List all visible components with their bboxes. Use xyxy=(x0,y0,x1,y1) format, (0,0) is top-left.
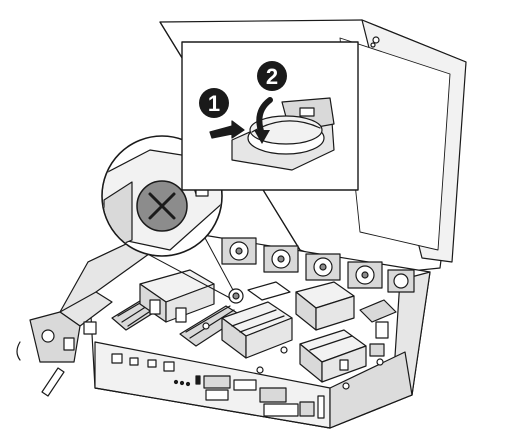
power-supply-module xyxy=(16,291,113,397)
rotate-arrow-icon xyxy=(254,97,273,144)
step-2-callout: 2 xyxy=(257,61,287,91)
step-2-label: 2 xyxy=(266,64,278,89)
fan-modules xyxy=(221,237,415,293)
plus-symbol-icon xyxy=(148,192,176,220)
motherboard-components xyxy=(111,269,397,390)
step-1-callout: 1 xyxy=(199,88,229,118)
push-arrow-icon xyxy=(209,120,245,139)
battery-removal-inset: 1 2 xyxy=(181,41,359,191)
step-1-label: 1 xyxy=(208,91,220,116)
front-panel-ports xyxy=(111,353,349,419)
